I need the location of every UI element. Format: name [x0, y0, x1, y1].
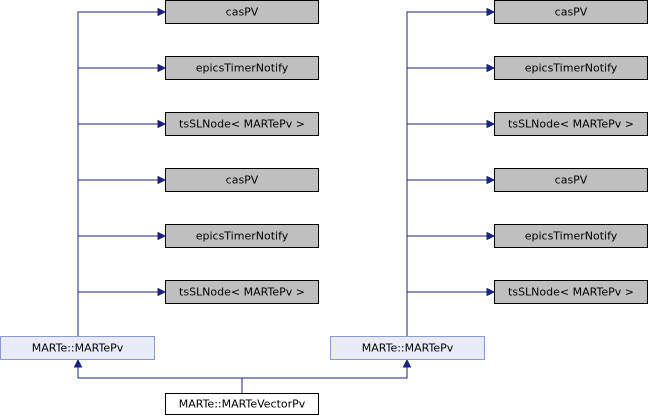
- left-base-tsslnode-2[interactable]: tsSLNode< MARTePv >: [165, 280, 319, 304]
- class-label: casPV: [555, 174, 588, 187]
- class-label: casPV: [226, 6, 259, 19]
- right-base-epicstimernotify-2[interactable]: epicsTimerNotify: [494, 224, 648, 248]
- class-label: casPV: [555, 6, 588, 19]
- right-marte-pv-node[interactable]: MARTe::MARTePv: [330, 336, 485, 360]
- left-edges: [77, 7, 167, 336]
- left-base-epicstimernotify-2[interactable]: epicsTimerNotify: [165, 224, 319, 248]
- class-label: epicsTimerNotify: [525, 62, 618, 75]
- class-label: tsSLNode< MARTePv >: [508, 118, 634, 131]
- class-label: epicsTimerNotify: [196, 230, 289, 243]
- left-base-caspv-1[interactable]: casPV: [165, 0, 319, 24]
- class-label: casPV: [226, 174, 259, 187]
- right-base-epicstimernotify-1[interactable]: epicsTimerNotify: [494, 56, 648, 80]
- marte-vector-pv-node[interactable]: MARTe::MARTeVectorPv: [165, 393, 319, 415]
- right-base-tsslnode-2[interactable]: tsSLNode< MARTePv >: [494, 280, 648, 304]
- class-label: epicsTimerNotify: [525, 230, 618, 243]
- class-label: MARTe::MARTeVectorPv: [179, 398, 306, 411]
- left-base-epicstimernotify-1[interactable]: epicsTimerNotify: [165, 56, 319, 80]
- right-base-tsslnode-1[interactable]: tsSLNode< MARTePv >: [494, 112, 648, 136]
- class-label: tsSLNode< MARTePv >: [179, 118, 305, 131]
- right-base-caspv-2[interactable]: casPV: [494, 168, 648, 192]
- class-label: MARTe::MARTePv: [362, 342, 454, 355]
- right-edges: [406, 7, 496, 336]
- leaf-edges: [73, 358, 412, 393]
- class-label: tsSLNode< MARTePv >: [508, 286, 634, 299]
- class-label: epicsTimerNotify: [196, 62, 289, 75]
- right-base-caspv-1[interactable]: casPV: [494, 0, 648, 24]
- class-label: tsSLNode< MARTePv >: [179, 286, 305, 299]
- left-base-caspv-2[interactable]: casPV: [165, 168, 319, 192]
- class-label: MARTe::MARTePv: [32, 342, 124, 355]
- left-base-tsslnode-1[interactable]: tsSLNode< MARTePv >: [165, 112, 319, 136]
- left-marte-pv-node[interactable]: MARTe::MARTePv: [0, 336, 155, 360]
